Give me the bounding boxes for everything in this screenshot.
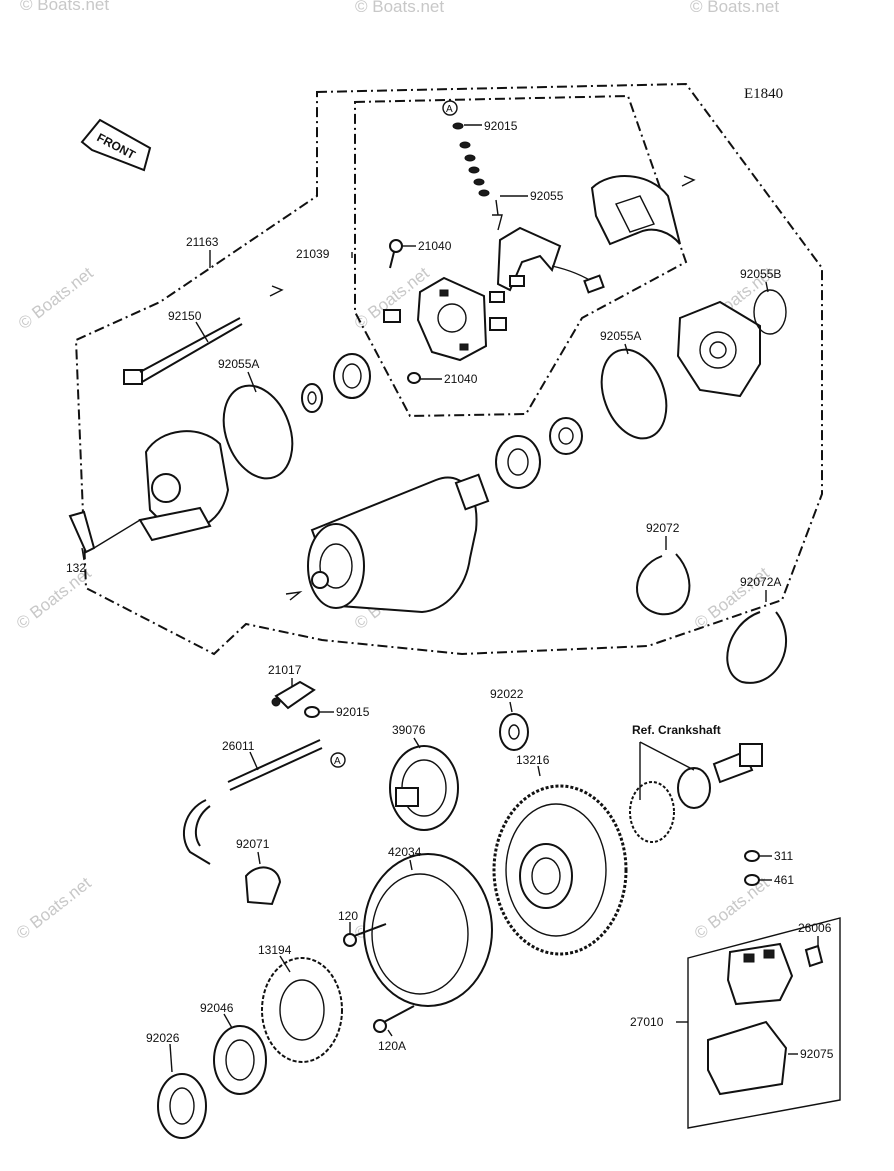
through-bolt [123,317,243,385]
watermark: © Boats.net [691,563,773,633]
label-42034: 42034 [388,845,422,859]
brush-springs [452,122,503,231]
end-bracket [676,300,761,398]
direction-arrow-icon [285,590,303,601]
front-housing [68,430,230,554]
label-132: 132 [66,561,86,575]
bearing-right [495,435,541,489]
watermark: © Boats.net [691,873,773,943]
relay-cover-92075 [707,1020,788,1096]
o-ring-92055a-right [600,348,668,440]
label-21163: 21163 [186,235,219,249]
label-21017: 21017 [268,663,302,677]
figure-code: E1840 [744,86,783,102]
label-92072: 92072 [646,521,680,535]
callout-marker-top: A [442,100,458,116]
label-92015-upper: 92015 [484,119,518,133]
label-92026: 92026 [146,1031,180,1045]
label-21039: 21039 [296,247,330,261]
label-461: 461 [774,873,794,887]
clutch-housing-42034 [363,853,493,1007]
direction-arrow-icon [269,285,284,297]
svg-text:A: A [334,756,341,767]
screw-21040-upper [389,239,403,269]
lead-wire-end [182,799,211,865]
starter-motor-group-boundary [74,82,823,656]
o-ring-92055b [753,289,787,335]
label-92055a-left: 92055A [218,357,259,371]
front-label: FRONT [95,130,139,162]
label-92055a-right: 92055A [600,329,641,343]
ring-gear-13216 [492,784,628,956]
nut-92015 [304,706,320,718]
washer-92026 [157,1073,207,1139]
callout-marker-lower: A [330,752,346,768]
bolt-120a [373,1005,415,1033]
label-92075: 92075 [800,1047,834,1061]
label-13194: 13194 [258,943,292,957]
bearing-left [333,353,371,399]
direction-arrow-icon [681,175,696,187]
relay-group-bracket [687,917,841,1129]
needle-bearing-92046 [213,1025,267,1095]
starter-clutch-39076 [389,745,459,831]
watermark: © Boats.net [690,0,779,16]
brush-holder-group-boundary [354,94,688,418]
front-arrow-icon: FRONT [80,118,152,172]
label-120a: 120A [378,1039,406,1053]
label-92022: 92022 [490,687,524,701]
svg-text:A: A [446,104,453,115]
label-13216: 13216 [516,753,550,767]
end-cover-shell [590,175,681,246]
label-26006: 26006 [798,921,832,935]
watermark: © Boats.net [13,873,95,943]
ref-crankshaft-leader [639,741,695,800]
label-92046: 92046 [200,1001,234,1015]
label-92072a: 92072A [740,575,781,589]
watermark: © Boats.net [15,263,97,333]
label-21040-lower: 21040 [444,372,478,386]
watermark: © Boats.net [20,0,109,14]
screw-21040-lower [407,372,421,384]
label-92055b: 92055B [740,267,781,281]
label-92015-lower: 92015 [336,705,370,719]
label-21040-upper: 21040 [418,239,452,253]
label-120: 120 [338,909,358,923]
connector-26006 [804,944,824,968]
ref-crankshaft-note: Ref. Crankshaft [632,723,721,737]
starter-relay-27010 [726,942,794,1006]
label-27010: 27010 [630,1015,664,1029]
nut-311 [744,850,760,862]
o-ring-92055a-left [222,384,294,480]
washer-left [301,383,323,413]
lead-wire [227,739,323,791]
label-39076: 39076 [392,723,426,737]
label-92071: 92071 [236,837,270,851]
label-92055: 92055 [530,189,564,203]
part-labels: 21163 21039 92015 92055 21040 21040 9205… [66,119,834,1061]
label-311: 311 [774,849,793,863]
brush-plate [489,226,605,303]
armature [307,473,490,614]
leader-lines [81,124,819,1073]
washer-461 [744,874,760,886]
watermark: © Boats.net [355,0,444,16]
brush-holder [383,276,507,362]
boot-92071 [244,866,282,906]
label-26011: 26011 [222,739,255,753]
ring-92072 [636,553,691,616]
ring-92072a [726,611,787,684]
washer-92022 [499,713,529,751]
washer-right [549,417,583,455]
bolt-120 [343,923,387,947]
terminal-21017 [271,680,316,710]
label-92150: 92150 [168,309,202,323]
idle-gear-13194 [261,957,343,1063]
crankshaft-gear [629,743,763,843]
